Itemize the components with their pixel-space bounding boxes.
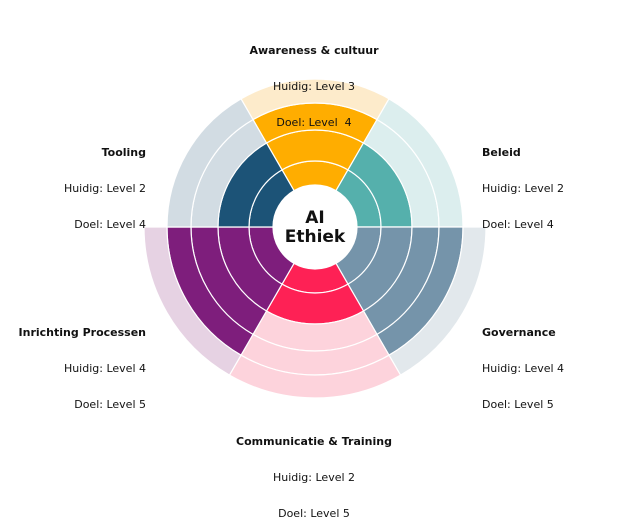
label-beleid-target: Doel: Level 4 [482, 218, 554, 231]
label-tooling: Tooling Huidig: Level 2 Doel: Level 4 [6, 123, 146, 243]
label-governance-title: Governance [482, 326, 556, 339]
label-tooling-target: Doel: Level 4 [74, 218, 146, 231]
label-inrichting: Inrichting Processen Huidig: Level 4 Doe… [4, 303, 146, 423]
label-awareness-target: Doel: Level 4 [276, 116, 352, 129]
label-communicatie-target: Doel: Level 5 [278, 507, 350, 520]
center-disc [273, 185, 357, 269]
label-communicatie-current: Huidig: Level 2 [272, 471, 356, 484]
label-inrichting-target: Doel: Level 5 [74, 398, 146, 411]
label-beleid-title: Beleid [482, 146, 521, 159]
label-beleid-current: Huidig: Level 2 [482, 182, 565, 195]
label-governance: Governance Huidig: Level 4 Doel: Level 5 [482, 303, 622, 423]
maturity-radial-diagram: AI Ethiek [143, 78, 487, 399]
label-inrichting-title: Inrichting Processen [18, 326, 146, 339]
center-label-line1: AI [305, 208, 324, 228]
diagram-wedges [143, 78, 487, 399]
label-governance-target: Doel: Level 5 [482, 398, 554, 411]
label-awareness-title: Awareness & cultuur [249, 44, 379, 57]
center-label-line2: Ethiek [285, 227, 346, 247]
label-beleid: Beleid Huidig: Level 2 Doel: Level 4 [482, 123, 622, 243]
label-communicatie: Communicatie & Training Huidig: Level 2 … [204, 412, 424, 532]
label-inrichting-current: Huidig: Level 4 [63, 362, 146, 375]
wedge-tooling-level-4 [166, 98, 254, 228]
wedge-inrichting-level-5 [143, 226, 242, 376]
label-communicatie-title: Communicatie & Training [236, 435, 392, 448]
label-awareness-current: Huidig: Level 3 [272, 80, 356, 93]
label-awareness: Awareness & cultuur Huidig: Level 3 Doel… [214, 21, 414, 141]
label-tooling-current: Huidig: Level 2 [63, 182, 146, 195]
label-tooling-title: Tooling [101, 146, 146, 159]
label-governance-current: Huidig: Level 4 [482, 362, 565, 375]
